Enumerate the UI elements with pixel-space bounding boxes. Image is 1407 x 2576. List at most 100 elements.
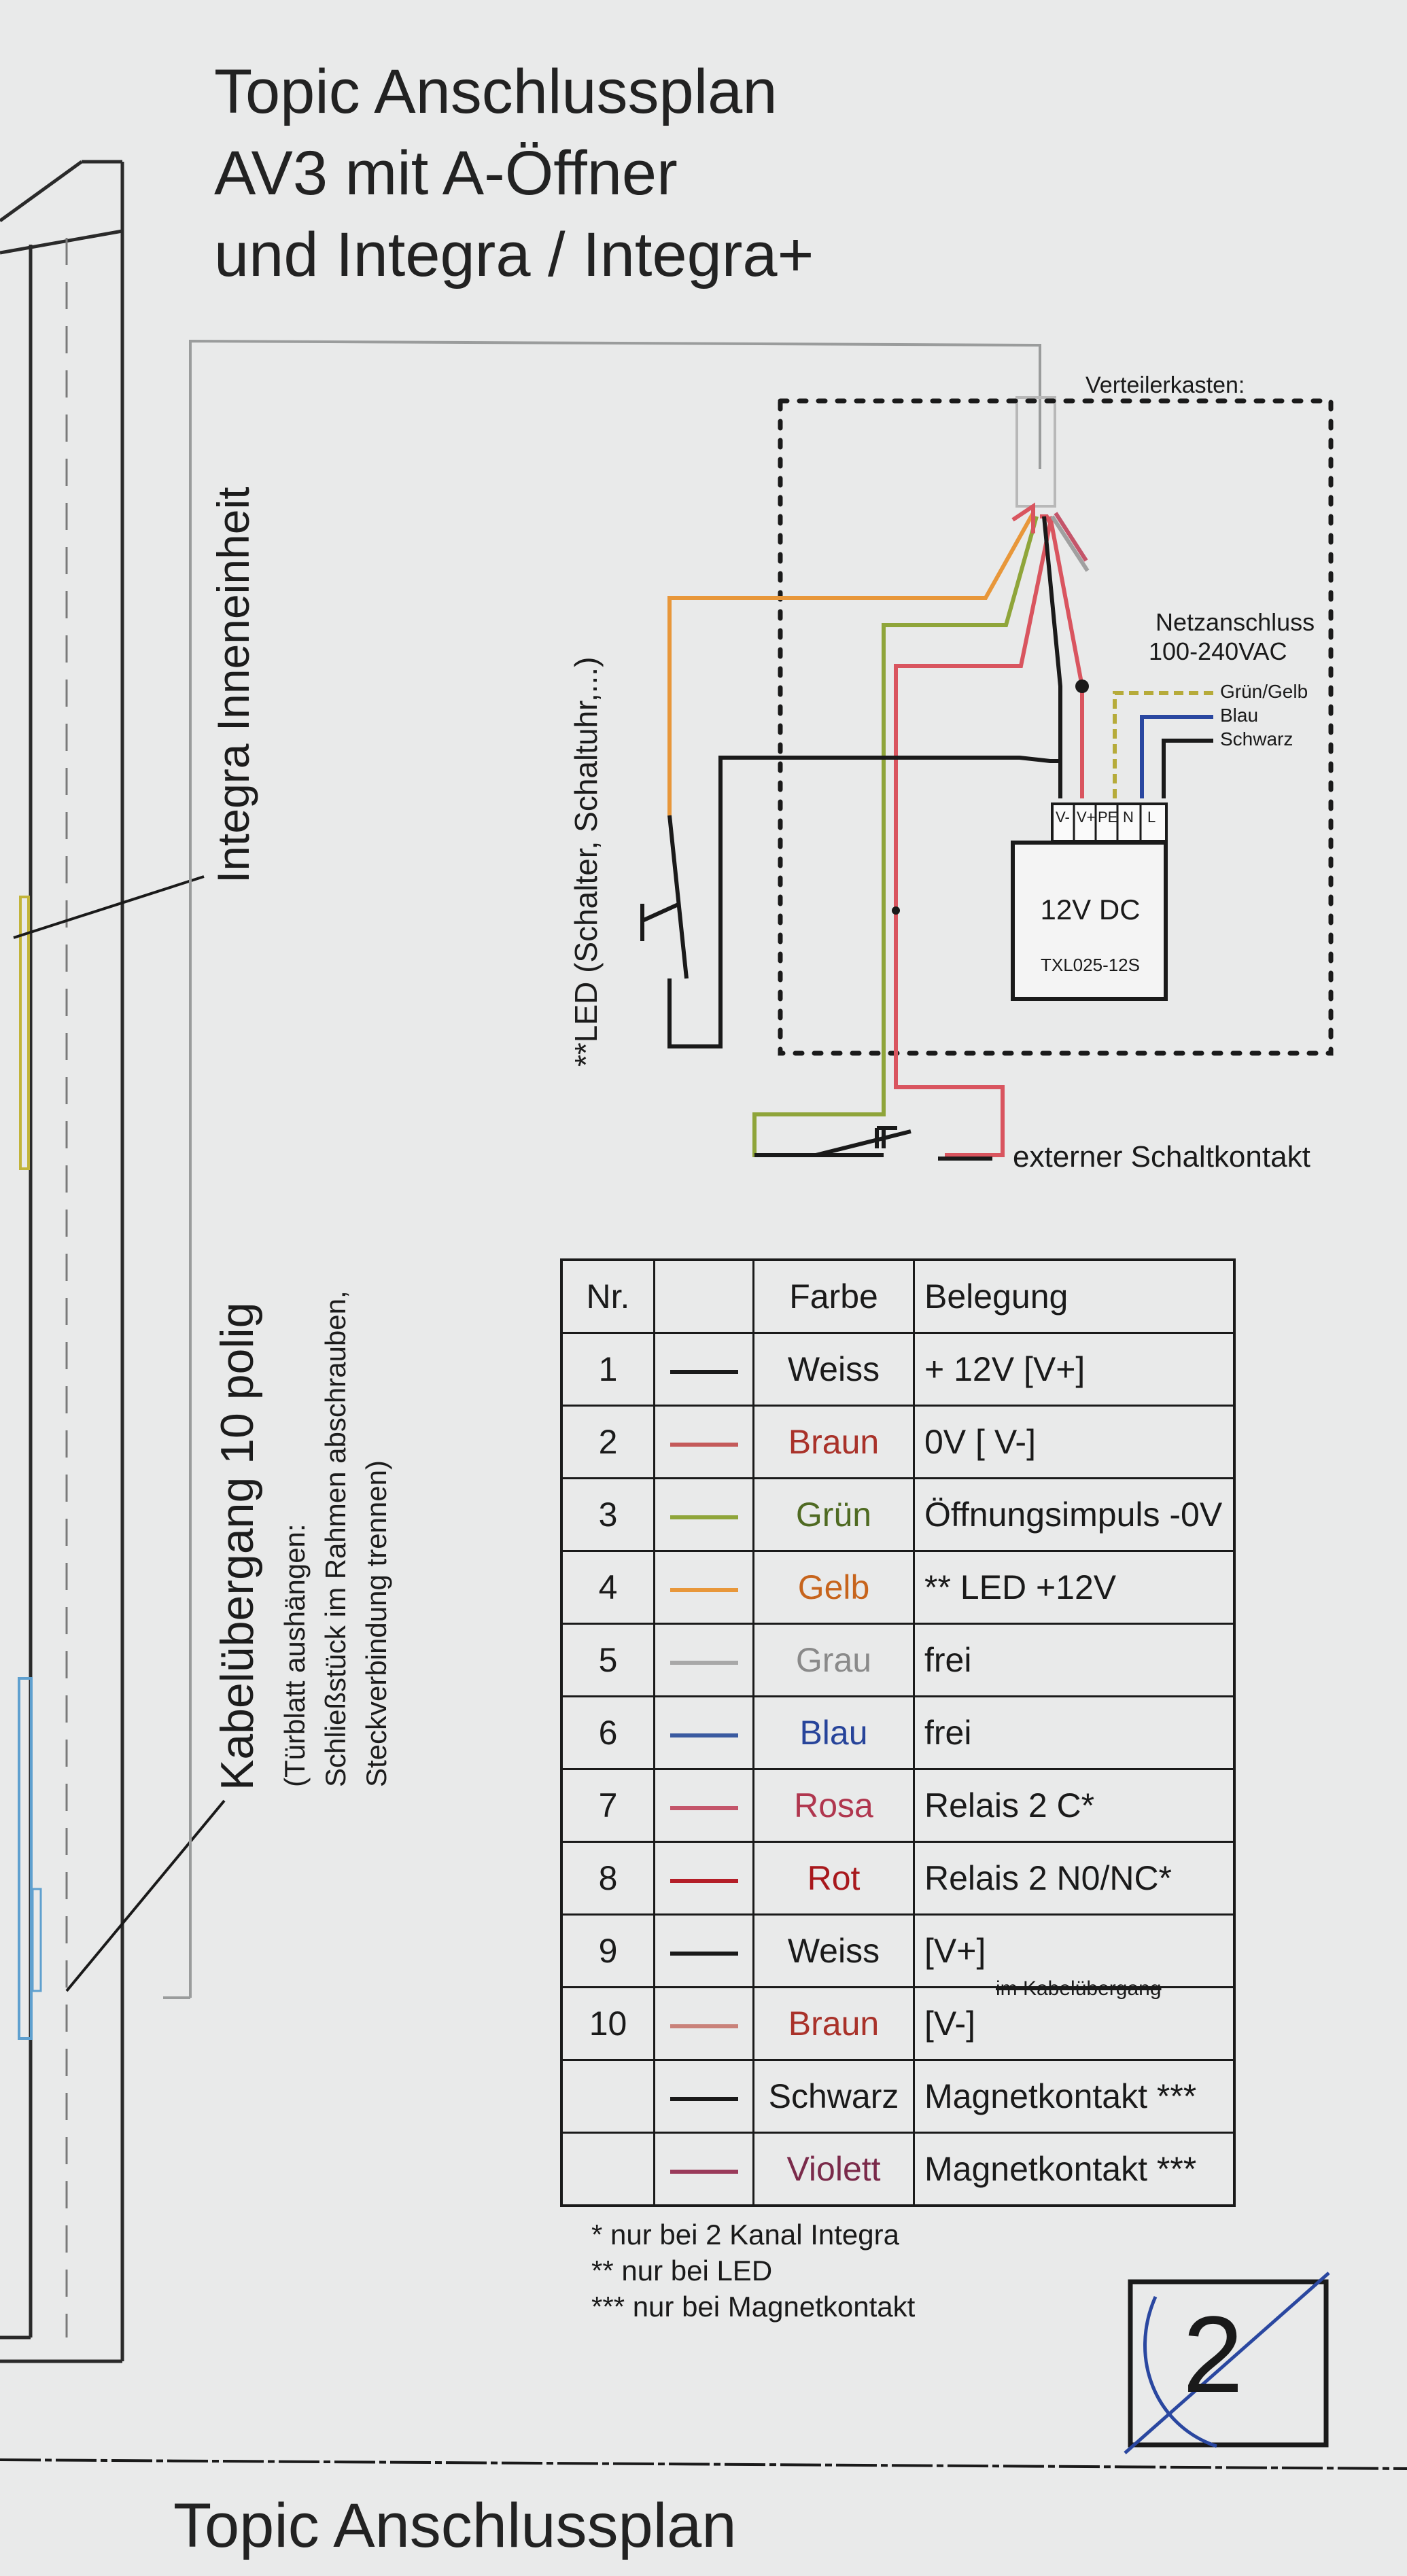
- page-number-box: [1124, 2272, 1330, 2454]
- cell-farbe: Blau: [752, 1695, 915, 1770]
- cable-connector: [31, 1888, 42, 1992]
- terminal-vplus: V+: [1077, 809, 1096, 826]
- inneneinheit-leader: [13, 875, 205, 939]
- cell-color-swatch: [653, 1550, 754, 1625]
- wire-color-swatch: [670, 1515, 738, 1519]
- cell-belegung: frei: [913, 1695, 1236, 1770]
- footnote-2: ** nur bei LED: [591, 2255, 773, 2287]
- wire-color-swatch: [670, 1660, 738, 1665]
- cell-color-swatch: [653, 1768, 754, 1843]
- cell-belegung: 0V [ V-]: [913, 1405, 1236, 1479]
- wire-rot: [894, 514, 1053, 1157]
- label-kabeluebergang: Kabelübergang 10 polig: [211, 1302, 263, 1790]
- cable-bundle: [1015, 396, 1056, 508]
- cell-farbe: Rosa: [752, 1768, 915, 1843]
- wire-color-swatch: [670, 1878, 738, 1883]
- cell-belegung: [V+]: [913, 1913, 1236, 1988]
- cell-farbe: Schwarz: [752, 2059, 915, 2134]
- cell-nr: 3: [560, 1477, 655, 1552]
- cell-color-swatch: [653, 2059, 754, 2134]
- wire-color-swatch: [670, 2096, 738, 2101]
- junction-dot-small: [892, 906, 900, 915]
- cell-nr: [560, 2059, 655, 2134]
- cell-farbe: Rot: [752, 1841, 915, 1916]
- cell-nr: 5: [560, 1623, 655, 1697]
- cell-nr: 7: [560, 1768, 655, 1843]
- terminal-l: L: [1147, 809, 1156, 826]
- label-netz-2: 100-240VAC: [1149, 637, 1287, 665]
- label-kabel-note-2: Schließstück im Rahmen abschrauben,: [319, 1290, 351, 1787]
- cell-belegung: [V-]: [913, 1986, 1236, 2061]
- cell-nr: [560, 2132, 655, 2207]
- cell-color-swatch: [653, 1477, 754, 1552]
- header-farbe: Farbe: [752, 1258, 915, 1334]
- terminal-pe: PE: [1098, 809, 1118, 826]
- terminal-n: N: [1123, 809, 1134, 826]
- header-color: [653, 1258, 754, 1334]
- wire-blau: [1140, 715, 1213, 798]
- wire-color-swatch: [670, 1951, 738, 1956]
- cell-color-swatch: [653, 1986, 754, 2061]
- label-psu-voltage: 12V DC: [1040, 894, 1141, 925]
- wire-rosa: [1054, 512, 1088, 562]
- label-kabel-note-1: (Türblatt aushängen:: [279, 1523, 311, 1787]
- led-switch-symbol: [640, 815, 689, 979]
- cell-nr: 2: [560, 1405, 655, 1479]
- title-line-1: Topic Anschlussplan: [214, 57, 778, 126]
- cell-belegung: Relais 2 C*: [913, 1768, 1236, 1843]
- cell-belegung: frei: [913, 1623, 1236, 1697]
- wires: [667, 512, 1213, 1157]
- cell-nr: 9: [560, 1913, 655, 1988]
- cell-belegung: Magnetkontakt ***: [913, 2132, 1236, 2207]
- psu-terminal-strip: [1051, 802, 1168, 843]
- wire-schwarz-led: [667, 756, 1060, 1048]
- cell-belegung: ** LED +12V: [913, 1550, 1236, 1625]
- bottom-divider: [0, 2458, 1407, 2470]
- header-nr: Nr.: [560, 1258, 655, 1334]
- label-verteilerkasten: Verteilerkasten:: [1085, 372, 1245, 398]
- power-supply-box: [1011, 841, 1168, 1001]
- label-schwarz: Schwarz: [1220, 728, 1293, 749]
- cell-color-swatch: [653, 2132, 754, 2207]
- cell-color-swatch: [653, 1913, 754, 1988]
- kabel-leader: [65, 1799, 226, 1992]
- integra-strip: [19, 896, 30, 1170]
- cell-color-swatch: [653, 1841, 754, 1916]
- cell-farbe: Grün: [752, 1477, 915, 1552]
- wire-color-swatch: [670, 1805, 738, 1810]
- cell-belegung: Öffnungsimpuls -0V: [913, 1477, 1236, 1552]
- cell-belegung: + 12V [V+]: [913, 1332, 1236, 1407]
- page-number: 2: [1183, 2293, 1243, 2415]
- label-im-kabeluebergang: im Kabelübergang: [996, 1977, 1162, 2000]
- table-header-row: Nr. Farbe Belegung: [560, 1258, 1236, 1334]
- cell-nr: 4: [560, 1550, 655, 1625]
- wire-color-swatch: [670, 1733, 738, 1737]
- cell-color-swatch: [653, 1332, 754, 1407]
- cable-transition-strip: [18, 1677, 33, 2040]
- label-psu-model: TXL025-12S: [1041, 955, 1140, 975]
- cell-farbe: Gelb: [752, 1550, 915, 1625]
- cell-farbe: Violett: [752, 2132, 915, 2207]
- label-netz-1: Netzanschluss: [1156, 608, 1315, 636]
- cell-color-swatch: [653, 1623, 754, 1697]
- cell-nr: 10: [560, 1986, 655, 2061]
- cell-nr: 6: [560, 1695, 655, 1770]
- wire-color-swatch: [670, 1442, 738, 1447]
- table-row: 10 Braun[V-]: [560, 1986, 1236, 2061]
- cell-belegung: Relais 2 N0/NC*: [913, 1841, 1236, 1916]
- title-line-2: AV3 mit A-Öffner: [214, 139, 678, 208]
- header-belegung: Belegung: [913, 1258, 1236, 1334]
- wire-color-swatch: [670, 1369, 738, 1374]
- label-extern-contact: externer Schaltkontakt: [1013, 1140, 1310, 1174]
- cell-farbe: Braun: [752, 1986, 915, 2061]
- verteilerkasten-box: [778, 398, 1334, 1056]
